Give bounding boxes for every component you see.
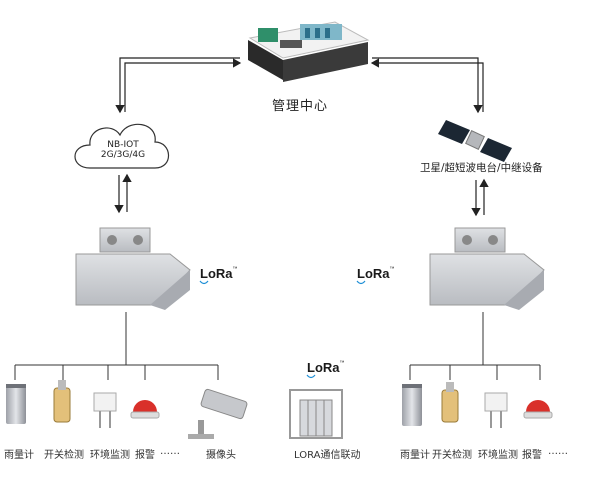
- management-center-illustration: [248, 21, 370, 82]
- left-device-label: ……: [160, 446, 180, 457]
- lora-wave-icon: [356, 280, 366, 285]
- left-device-label: 摄像头: [206, 450, 236, 461]
- left-device-tree: [14, 312, 219, 380]
- rain-gauge-icon-right: [402, 384, 422, 426]
- lora-wave-icon: [199, 280, 209, 285]
- camera-icon: [188, 388, 248, 439]
- left-device-label: 雨量计: [4, 450, 34, 461]
- right-device-label: 环境监测: [478, 450, 518, 461]
- switch-detector-icon: [53, 380, 71, 423]
- right-device-label: 报警: [522, 450, 542, 461]
- rain-gauge-icon: [6, 384, 26, 424]
- gate-device-icon: [289, 389, 343, 439]
- right-device-label: 雨量计: [400, 450, 430, 461]
- cloud-label: NB-IOT 2G/3G/4G: [98, 140, 148, 160]
- left-device-label: 环境监测: [90, 450, 130, 461]
- right-gateway-device: [429, 227, 545, 310]
- satellite-icon: [438, 120, 512, 162]
- satellite-label: 卫星/超短波电台/中继设备: [420, 162, 543, 174]
- lora-text-center: LoRa: [307, 360, 340, 375]
- lora-tm-left: ™: [232, 266, 238, 272]
- environment-monitor-icon: [93, 392, 117, 428]
- link-center-to-satellite: [370, 57, 484, 114]
- cloud-line2: 2G/3G/4G: [100, 150, 146, 160]
- center-device-label: LORA通信联动: [294, 450, 361, 461]
- environment-monitor-icon-right: [484, 392, 508, 428]
- cloud-icon: [74, 123, 170, 169]
- left-gateway-device: [75, 227, 191, 310]
- alarm-icon-right: [523, 400, 553, 419]
- lora-tm-center: ™: [339, 360, 345, 366]
- lora-logo-center: LoRa™: [306, 360, 345, 379]
- lora-logo-right: LoRa™: [356, 266, 395, 285]
- lora-text-left: LoRa: [200, 266, 233, 281]
- alarm-icon: [130, 400, 160, 419]
- left-device-label: 开关检测: [44, 450, 84, 461]
- link-satellite-to-gateway: [471, 178, 489, 217]
- right-device-tree: [409, 312, 541, 380]
- link-cloud-to-gateway: [114, 173, 132, 214]
- link-center-to-cloud: [115, 57, 242, 114]
- lora-text-right: LoRa: [357, 266, 390, 281]
- lora-wave-icon: [306, 374, 316, 379]
- lora-tm-right: ™: [389, 266, 395, 272]
- lora-logo-left: LoRa™: [199, 266, 238, 285]
- cloud-line1: NB-IOT: [107, 140, 139, 150]
- right-device-label: 开关检测: [432, 450, 472, 461]
- right-device-label: ……: [548, 446, 568, 457]
- switch-detector-icon-right: [441, 382, 459, 423]
- management-center-label: 管理中心: [272, 99, 329, 114]
- left-device-label: 报警: [135, 450, 155, 461]
